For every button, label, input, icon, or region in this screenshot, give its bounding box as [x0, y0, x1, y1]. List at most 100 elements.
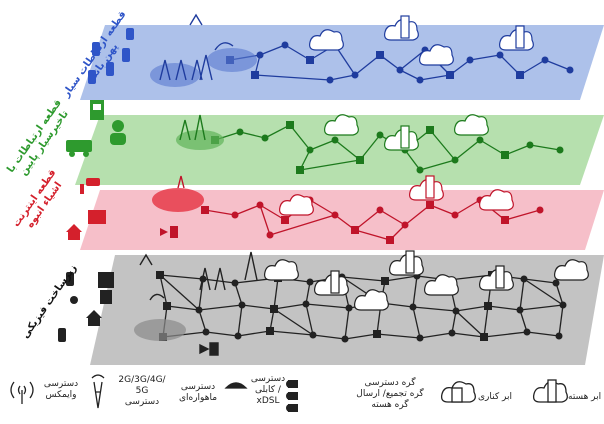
physical-cloud-icon — [264, 259, 299, 281]
low-latency-link — [429, 129, 456, 161]
mobile-cloud-icon — [309, 29, 344, 51]
low-latency-node — [416, 166, 424, 174]
physical-link — [412, 306, 421, 339]
physical-link — [384, 275, 418, 282]
massive-iot-node — [386, 236, 394, 244]
physical-link — [166, 305, 200, 311]
physical-node — [516, 306, 524, 314]
phone-icons-mobile — [88, 28, 134, 84]
low-latency-node — [376, 131, 384, 139]
physical-link — [523, 278, 557, 284]
physical-link — [519, 278, 525, 311]
low-latency-node — [476, 136, 484, 144]
massive-iot-link — [204, 209, 236, 216]
antenna-cluster-mobile — [150, 13, 257, 87]
physical-link — [455, 310, 485, 338]
legend-cable: دسترسی کابلی / xDSL — [250, 374, 286, 407]
physical-cloud-icon — [424, 274, 459, 296]
physical-node — [195, 306, 203, 314]
mobile-node — [306, 56, 314, 64]
physical-node — [452, 307, 460, 315]
low-latency-link — [239, 131, 266, 139]
low-latency-cloud-icon — [454, 114, 489, 136]
physical-node — [266, 327, 274, 335]
ambulance-icon — [66, 140, 92, 157]
mobile-node — [251, 71, 259, 79]
massive-iot-node — [256, 201, 264, 209]
physical-node — [309, 331, 317, 339]
antenna-cluster-physical — [134, 251, 258, 356]
physical-link — [451, 310, 457, 334]
physical-link — [526, 331, 560, 337]
massive-iot-link — [259, 204, 286, 221]
physical-node — [306, 278, 314, 286]
mobile-node — [496, 51, 504, 59]
massive-iot-node — [501, 216, 509, 224]
low-latency-node — [306, 146, 314, 154]
physical-cloud-icon — [354, 289, 389, 311]
cellular-legend-icon — [91, 374, 105, 409]
low-latency-cloud-icon — [324, 114, 359, 136]
physical-link — [159, 274, 204, 280]
low-latency-node — [526, 141, 534, 149]
low-latency-node — [556, 146, 564, 154]
low-latency-link — [309, 139, 336, 151]
legend-edge-cloud-line1: ابر کناری — [478, 392, 512, 402]
low-latency-link — [404, 149, 421, 171]
low-latency-node — [426, 126, 434, 134]
mobile-node — [516, 71, 524, 79]
physical-link — [273, 308, 314, 336]
monitor-icon — [90, 100, 104, 120]
legend-cellular-line3: دسترسی — [124, 397, 160, 407]
physical-node — [484, 302, 492, 310]
physical-link — [455, 305, 489, 312]
physical-link — [483, 331, 528, 338]
massive-iot-node — [376, 206, 384, 214]
massive-iot-node — [401, 221, 409, 229]
physical-link — [412, 306, 457, 312]
mobile-link — [399, 49, 426, 71]
mobile-node — [396, 66, 404, 74]
physical-node — [552, 279, 560, 287]
legend-nodes: گره دسترسی گره تجمیع/ ارسال گره هسته — [340, 378, 440, 411]
low-latency-link — [264, 124, 291, 139]
physical-link — [237, 330, 271, 337]
massive-iot-node — [426, 201, 434, 209]
mobile-node — [446, 71, 454, 79]
massive-iot-cloud-icon — [279, 194, 314, 216]
mobile-node — [256, 51, 264, 59]
mobile-link — [544, 59, 571, 71]
physical-node — [448, 329, 456, 337]
physical-node — [234, 332, 242, 340]
mobile-cloud-icon-server — [515, 25, 525, 49]
massive-iot-link — [379, 209, 406, 226]
physical-node — [238, 301, 246, 309]
mobile-broadband-network — [226, 41, 574, 84]
physical-node — [156, 271, 164, 279]
massive-iot-link — [234, 204, 261, 216]
mobile-cloud-icon — [419, 44, 454, 66]
legend-cable-line1: دسترسی — [250, 374, 286, 384]
low-latency-link — [334, 139, 361, 161]
physical-link — [241, 304, 275, 310]
legend-cellular-line1: 2G/3G/4G/ — [118, 375, 166, 385]
physical-link — [159, 274, 168, 307]
low-latency-node — [286, 121, 294, 129]
mobile-link — [469, 54, 501, 61]
massive-iot-node — [331, 211, 339, 219]
legend-cable-line2: کابلی / — [255, 385, 281, 395]
physical-link — [273, 303, 307, 310]
low-latency-node — [356, 156, 364, 164]
low-latency-node — [296, 166, 304, 174]
mobile-link — [419, 74, 451, 81]
legend-satellite-line1: دسترسی — [180, 382, 216, 392]
mobile-link — [399, 69, 421, 81]
physical-node — [555, 332, 563, 340]
doctor-icon — [110, 120, 126, 145]
mobile-node — [416, 76, 424, 84]
physical-cloud-icon-server — [495, 265, 505, 289]
physical-link — [312, 334, 346, 340]
low-latency-link — [504, 144, 531, 156]
low-latency-node — [451, 156, 459, 164]
massive-iot-link — [354, 229, 391, 241]
